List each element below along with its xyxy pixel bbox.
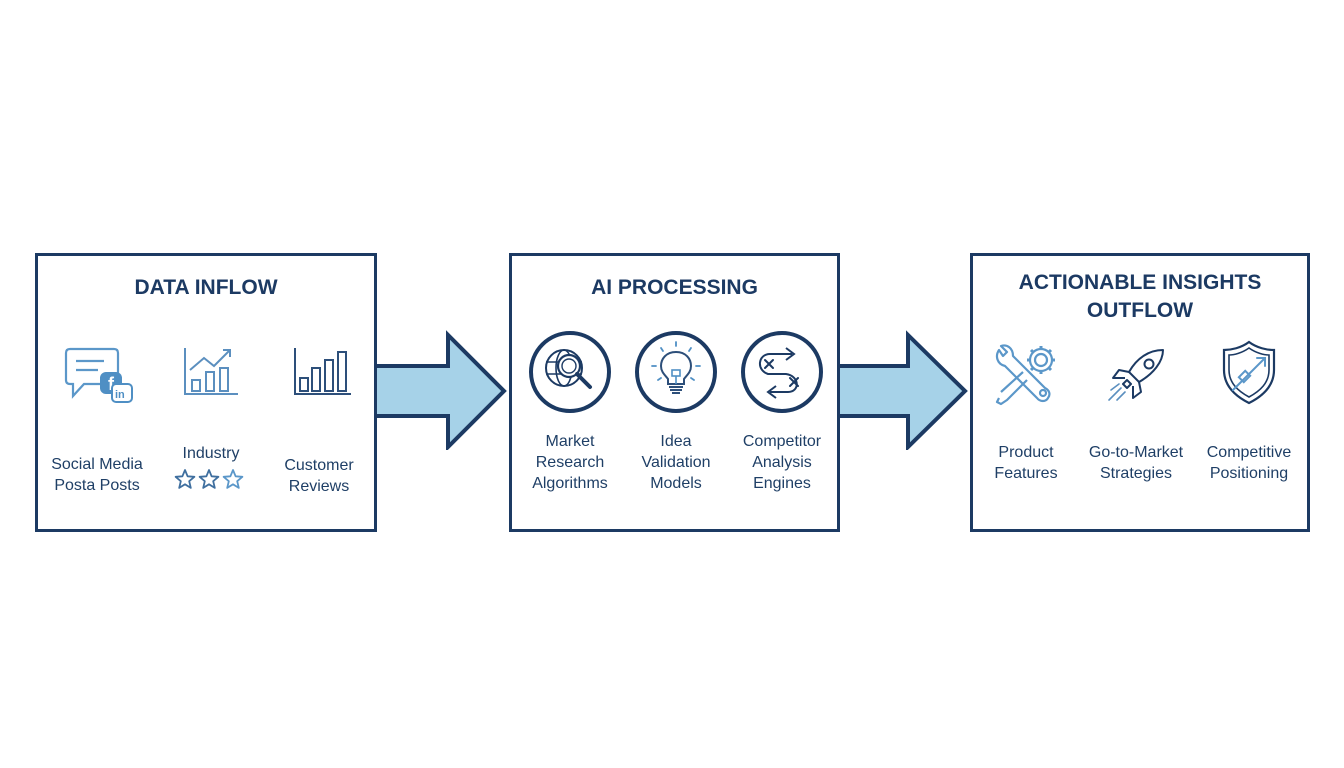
item-label-go-to-market: Go-to-Market Strategies — [1071, 442, 1201, 484]
label-line: Idea — [660, 433, 692, 450]
panel-ai-processing: AI PROCESSING — [509, 253, 840, 532]
label-line: Models — [650, 475, 702, 492]
item-label-competitor-analysis: Competitor Analysis Engines — [717, 431, 847, 494]
shield-growth-icon — [1222, 340, 1276, 405]
strategy-arrows-icon — [741, 331, 823, 413]
panel-title: ACTIONABLE INSIGHTS OUTFLOW — [973, 269, 1307, 325]
bar-chart-icon — [294, 348, 351, 395]
label-line: Research — [535, 454, 605, 471]
item-label-social-media: Social Media Posta Posts — [32, 454, 162, 496]
label-line: Analysis — [752, 454, 812, 471]
lightbulb-icon — [635, 331, 717, 413]
panel-actionable-insights: ACTIONABLE INSIGHTS OUTFLOW — [970, 253, 1310, 532]
chat-social-icon: f in — [64, 347, 133, 403]
panel-title: AI PROCESSING — [591, 276, 758, 299]
label-line: Positioning — [1209, 465, 1289, 482]
svg-text:f: f — [108, 374, 115, 394]
item-label-competitive-positioning: Competitive Positioning — [1184, 442, 1314, 484]
item-label-product-features: Product Features — [961, 442, 1091, 484]
flow-arrow-2 — [835, 330, 968, 450]
item-label-idea-validation: Idea Validation Models — [611, 431, 741, 494]
trend-chart-icon — [184, 348, 238, 395]
title-line: ACTIONABLE INSIGHTS — [1018, 271, 1262, 294]
label-line: Competitive — [1206, 444, 1292, 461]
label-line: Validation — [641, 454, 711, 471]
label-line: Competitor — [742, 433, 822, 450]
label-line: Reviews — [288, 478, 350, 495]
label-line: Go-to-Market — [1088, 444, 1184, 461]
label-line: Algorithms — [532, 475, 608, 492]
wrench-gear-icon — [995, 344, 1055, 406]
label-line: Market — [545, 433, 595, 450]
label-line: Engines — [753, 475, 811, 492]
three-stars-icon — [174, 469, 244, 489]
item-label-market-research: Market Research Algorithms — [505, 431, 635, 494]
item-label-customer-reviews: Customer Reviews — [254, 455, 384, 497]
label-line: Customer — [284, 457, 354, 474]
label-line: Features — [994, 465, 1058, 482]
item-label-industry: Industry — [146, 443, 276, 464]
svg-text:in: in — [115, 389, 125, 401]
label-line: Strategies — [1099, 465, 1173, 482]
label-line: Social Media — [51, 456, 143, 473]
panel-data-inflow: DATA INFLOW f in Social Media Posta Post… — [35, 253, 377, 532]
label-line: Industry — [182, 445, 240, 462]
globe-magnifier-icon — [529, 331, 611, 413]
flow-arrow-1 — [373, 330, 507, 450]
rocket-icon — [1108, 349, 1164, 401]
title-line: OUTFLOW — [1086, 299, 1194, 322]
panel-title: DATA INFLOW — [134, 276, 278, 299]
label-line: Posta Posts — [54, 477, 140, 494]
label-line: Product — [998, 444, 1054, 461]
